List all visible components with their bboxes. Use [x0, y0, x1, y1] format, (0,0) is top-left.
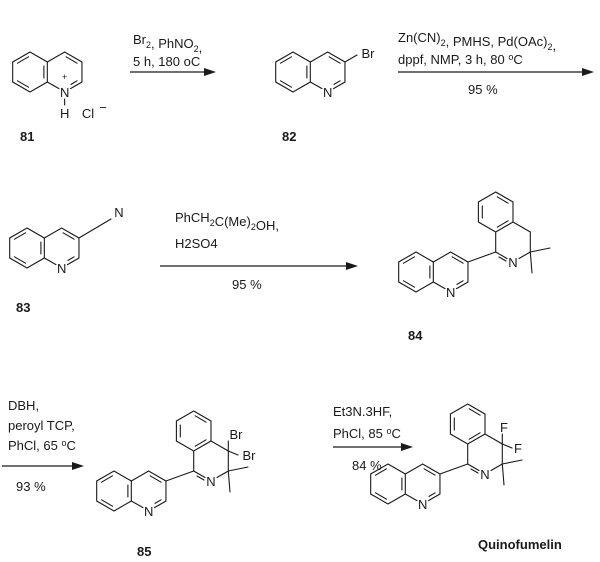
atom-n-ring: N [480, 467, 489, 482]
reaction-arrow-1 [130, 68, 216, 76]
reaction-arrow-5 [333, 443, 413, 451]
compound-82-structure: N Br [275, 46, 376, 100]
atom-n: N [446, 285, 455, 300]
step4-yield: 93 % [16, 479, 46, 494]
step4-condition-2: peroyl TCP, [8, 418, 75, 433]
atom-charge-plus: + [62, 72, 67, 82]
atom-n: N [60, 85, 69, 100]
compound-85-structure: N N Br Br [97, 411, 256, 519]
atom-br: Br [362, 46, 376, 61]
atom-n: N [57, 261, 66, 276]
atom-br-1: Br [230, 427, 244, 442]
step2-condition-2: dppf, NMP, 3 h, 80 oC [398, 52, 523, 67]
atom-h: H [60, 106, 69, 121]
atom-n: N [418, 497, 427, 512]
atom-f-1: F [500, 420, 508, 435]
quinofumelin-structure: N N F F [371, 404, 522, 512]
step2-condition-1: Zn(CN)2, PMHS, Pd(OAc)2, [398, 30, 556, 53]
step3-yield: 95 % [232, 277, 262, 292]
step5-condition-2: PhCl, 85 oC [333, 426, 401, 441]
compound-label-quinofumelin: Quinofumelin [478, 537, 562, 552]
compound-label-85: 85 [137, 544, 151, 559]
atom-f-2: F [514, 441, 522, 456]
step2-yield: 95 % [468, 82, 498, 97]
step4-condition-1: DBH, [8, 398, 39, 413]
compound-81-structure: N + H Cl − [12, 51, 107, 121]
reaction-arrow-3 [160, 262, 358, 270]
step3-condition-1: PhCH2C(Me)2OH, [175, 210, 279, 233]
compound-label-83: 83 [16, 300, 30, 315]
step1-condition-1: Br2, PhNO2, [133, 32, 202, 55]
step4-condition-3: PhCl, 65 oC [8, 438, 76, 453]
compound-83-structure: N N [9, 205, 124, 276]
atom-n: N [323, 85, 332, 100]
atom-n: N [144, 504, 153, 519]
compound-label-84: 84 [408, 328, 423, 343]
atom-n-ring: N [508, 255, 517, 270]
step1-condition-2: 5 h, 180 oC [133, 54, 200, 69]
atom-br-2: Br [243, 448, 257, 463]
reaction-arrow-4 [2, 462, 84, 470]
atom-nitrile-n: N [114, 205, 123, 220]
compound-label-81: 81 [20, 129, 34, 144]
step3-condition-2: H2SO4 [175, 236, 218, 251]
compound-label-82: 82 [282, 129, 296, 144]
reaction-arrow-2 [398, 68, 594, 76]
step5-yield: 84 % [352, 458, 382, 473]
compound-84-structure: N N [399, 192, 550, 300]
atom-cl: Cl [82, 106, 94, 121]
atom-charge-minus: − [99, 100, 107, 115]
step5-condition-1: Et3N.3HF, [333, 404, 392, 419]
atom-n-ring: N [206, 474, 215, 489]
